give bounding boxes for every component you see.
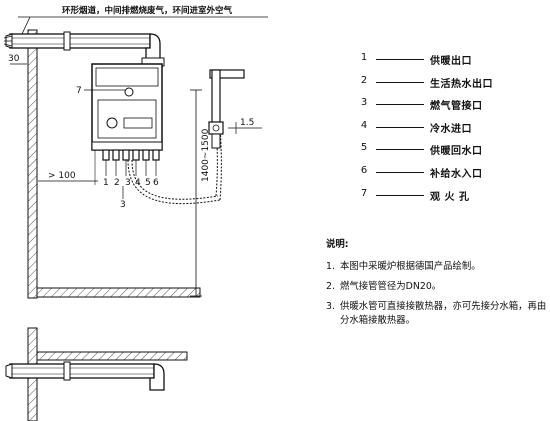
note-index: 1. [326,261,335,272]
legend-leader [376,59,424,60]
control-knob [106,117,118,129]
connection-index: 5 [145,178,151,188]
legend-num: 7 [360,187,368,199]
note-text: 本图中采暖炉根据德国产品绘制。 [340,261,481,272]
connection-callouts: 1 2 3 4 5 6 3 [103,160,159,210]
legend-row: 3 燃气管接口 [356,97,546,120]
legend: 1 供暖出口 2 生活热水出口 3 燃气管接口 4 冷水进口 5 供暖回水口 6… [356,52,546,210]
legend-leader [376,104,424,106]
note-item: 2. 燃气接管管径为DN20。 [326,280,548,294]
legend-label: 供暖回水口 [430,146,483,158]
sight-hole [124,87,134,97]
note-text: 燃气接管管径为DN20。 [340,281,442,292]
wall [27,29,38,299]
boiler-body [91,63,163,151]
connection-index: 1 [103,178,109,188]
legend-row: 1 供暖出口 [356,52,546,75]
gas-supply-pipe [208,69,245,149]
note-item: 3. 供暖水管可直接接散热器，亦可先接分水箱，再由分水箱接散热器。 [326,300,548,328]
legend-num: 5 [360,142,368,154]
notes-heading: 说明: [326,239,349,250]
note-text: 供暖水管可直接接散热器，亦可先接分水箱，再由分水箱接散热器。 [340,301,547,326]
legend-leader [376,81,424,83]
connection-index: 2 [114,178,120,188]
height-dim: 1400~1500 [201,128,211,182]
connection-index: 4 [135,178,141,188]
legend-num: 4 [360,119,368,131]
plan-view [5,327,188,421]
legend-row: 6 补给水入口 [356,165,546,188]
legend-label: 观 火 孔 [430,191,470,203]
legend-num: 2 [360,74,368,86]
legend-leader [376,149,424,151]
wall-gap-dim: 30 [8,54,20,64]
flue-pipe [5,31,165,67]
slope-dim: 1.5 [240,118,254,128]
sight-hole-callout: 7 [76,86,82,96]
legend-row: 7 观 火 孔 [356,188,546,211]
legend-label: 燃气管接口 [430,101,483,113]
height-dimension: 1400~1500 [190,89,211,297]
legend-label: 生活热水出口 [430,78,493,90]
legend-num: 6 [360,164,368,176]
notes: 说明: 1. 本图中采暖炉根据德国产品绘制。 2. 燃气接管管径为DN20。 3… [326,236,548,334]
connection-index: 3 [125,178,131,188]
flue-terminal [3,35,13,47]
connection-index: 6 [153,178,159,188]
note-item: 1. 本图中采暖炉根据德国产品绘制。 [326,260,548,274]
legend-label: 冷水进口 [430,123,472,135]
lower-callout: 3 [120,200,126,210]
legend-num: 3 [360,97,368,109]
clearance-dim: > 100 [48,171,76,181]
legend-label: 补给水入口 [430,168,483,180]
note-index: 2. [326,281,335,292]
connection-stubs [102,149,160,161]
legend-leader [376,194,424,196]
top-caption: 环形烟道，中间排燃烧废气，环间进室外空气 [62,5,233,16]
legend-row: 4 冷水进口 [356,120,546,143]
legend-row: 2 生活热水出口 [356,75,546,98]
legend-leader [376,171,424,173]
floor [36,287,201,298]
note-index: 3. [326,301,335,312]
legend-label: 供暖出口 [430,56,472,67]
legend-leader [376,126,424,128]
legend-row: 5 供暖回水口 [356,142,546,165]
legend-num: 1 [360,52,368,63]
